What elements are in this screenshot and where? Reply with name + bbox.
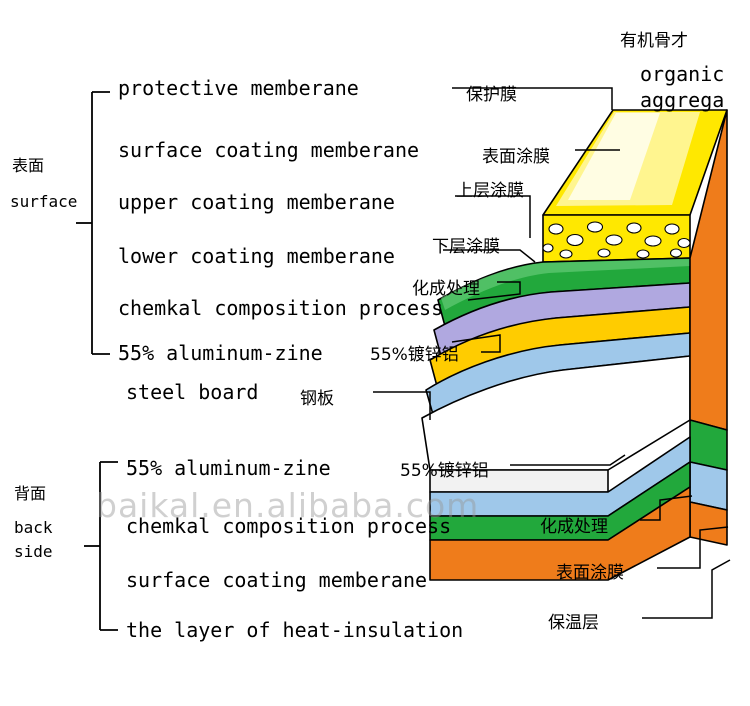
label-back-chemkal-process-cn: 化成处理 bbox=[540, 517, 608, 537]
yellow-sheen2 bbox=[568, 113, 660, 200]
label-upper-coating-cn: 上层涂膜 bbox=[456, 181, 524, 201]
panel-stack bbox=[421, 109, 728, 581]
group-surface-en: surface bbox=[10, 192, 78, 211]
label-upper-coating-en: upper coating memberane bbox=[118, 190, 395, 214]
label-lower-coating-en: lower coating memberane bbox=[118, 244, 395, 268]
label-organic-aggregate-en-line2: aggrega bbox=[640, 88, 725, 112]
group-backside-en-line2: side bbox=[14, 542, 53, 561]
label-lower-coating-cn: 下层涂膜 bbox=[432, 237, 500, 257]
right-orange-strip-2 bbox=[689, 501, 728, 546]
label-back-aluminum-zine-en: 55% aluminum-zine bbox=[126, 456, 331, 480]
backside-bracket bbox=[84, 461, 118, 631]
label-surface-coating-en: surface coating memberane bbox=[118, 138, 420, 162]
label-chemkal-process-en: chemkal composition process bbox=[118, 296, 444, 320]
surface-bracket bbox=[76, 91, 110, 355]
label-heat-insulation-cn: 保温层 bbox=[548, 613, 599, 633]
label-aluminum-zine-cn: 55%镀锌铝 bbox=[370, 345, 459, 365]
label-organic-aggregate-en-line1: organic bbox=[640, 62, 725, 86]
label-steel-board-en: steel board bbox=[126, 380, 259, 404]
label-back-surface-coating-cn: 表面涂膜 bbox=[556, 563, 624, 583]
label-chemkal-process-cn: 化成处理 bbox=[412, 279, 480, 299]
group-backside-en-line1: back bbox=[14, 518, 53, 537]
label-back-aluminum-zine-cn: 55%镀锌铝 bbox=[400, 461, 489, 481]
label-back-chemkal-process-en: chemkal composition process bbox=[126, 514, 452, 538]
label-surface-coating-cn: 表面涂膜 bbox=[482, 147, 550, 167]
label-organic-aggregate-cn: 有机骨才 bbox=[620, 31, 688, 51]
leader-lines bbox=[373, 87, 731, 619]
aggregate-speckles bbox=[542, 221, 691, 259]
label-heat-insulation-en: the layer of heat-insulation bbox=[126, 618, 464, 642]
green-layer-top-hl bbox=[441, 259, 690, 310]
label-protective-memberane-cn: 保护膜 bbox=[466, 85, 517, 105]
label-back-surface-coating-en: surface coating memberane bbox=[126, 568, 428, 592]
label-aluminum-zine-en: 55% aluminum-zine bbox=[118, 341, 323, 365]
group-backside-cn: 背面 bbox=[14, 484, 47, 503]
group-surface-cn: 表面 bbox=[12, 156, 45, 175]
back-orange-face bbox=[429, 486, 691, 581]
label-steel-board-cn: 钢板 bbox=[300, 389, 334, 409]
label-protective-memberane-en: protective memberane bbox=[118, 76, 359, 100]
